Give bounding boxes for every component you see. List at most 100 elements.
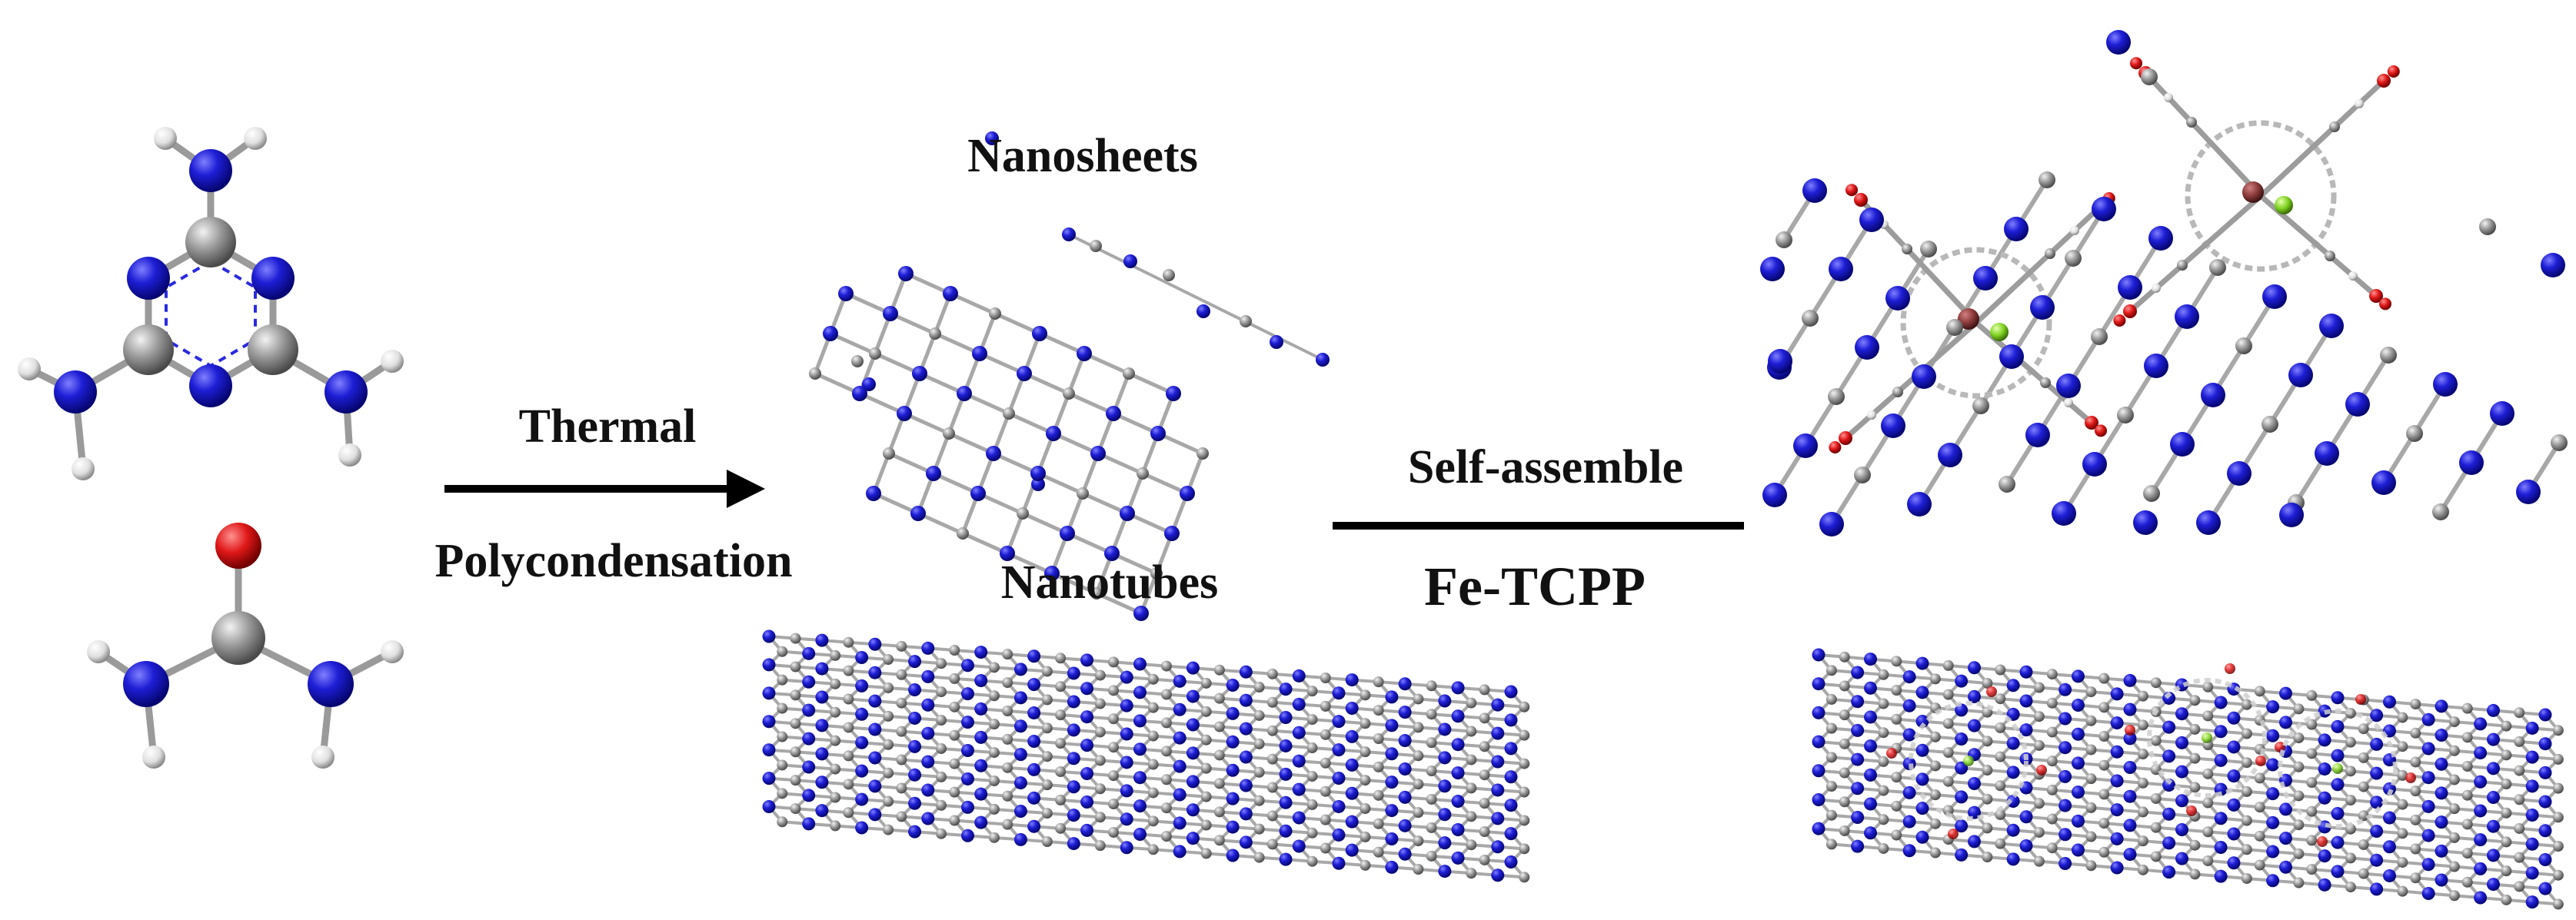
- carbon-atom: [1200, 819, 1212, 831]
- bond: [887, 451, 936, 476]
- carbon-atom: [949, 786, 960, 798]
- carbon-atom: [1426, 850, 1437, 862]
- nitrogen-atom: [1812, 792, 1825, 806]
- bond: [962, 391, 1011, 416]
- hydrogen-atom: [381, 350, 404, 373]
- nitrogen-atom: [1955, 761, 1969, 775]
- nitrogen-atom: [2201, 383, 2225, 407]
- carbon-atom: [2046, 669, 2058, 680]
- carbon-atom: [2117, 407, 2134, 423]
- carbon-atom: [2461, 702, 2473, 714]
- carbon-atom: [1055, 766, 1067, 777]
- nitrogen-atom: [1345, 673, 1359, 687]
- carbon-atom: [1266, 839, 1278, 850]
- nitrogen-atom: [2525, 837, 2539, 851]
- bond: [1156, 431, 1205, 456]
- carbon-atom: [1360, 859, 1371, 871]
- nitrogen-atom: [2421, 829, 2435, 842]
- nitrogen-atom: [1226, 735, 1240, 749]
- oxygen-atom: [1854, 193, 1868, 207]
- oxygen-atom: [215, 523, 261, 569]
- nitrogen-atom: [2331, 749, 2345, 762]
- carbon-atom: [2065, 250, 2082, 267]
- nitrogen-atom: [1345, 786, 1359, 800]
- carbon-atom: [2137, 806, 2148, 818]
- nitrogen-atom: [2487, 878, 2500, 892]
- carbon-atom: [1266, 725, 1278, 736]
- nitrogen-atom: [802, 646, 816, 660]
- carbon-atom: [1253, 795, 1265, 806]
- nitrogen-atom: [921, 812, 935, 825]
- carbon-atom: [1360, 803, 1371, 815]
- bond: [948, 291, 997, 316]
- nitrogen-atom: [1186, 832, 1200, 845]
- nanotube-structure: [762, 629, 1530, 883]
- carbon-atom: [2085, 744, 2097, 756]
- nitrogen-atom: [1013, 691, 1027, 705]
- bond: [871, 491, 920, 516]
- nitrogen-atom: [2266, 758, 2280, 772]
- carbon-atom: [1094, 783, 1106, 795]
- carbon-atom: [883, 710, 894, 722]
- nitrogen-atom: [1292, 726, 1306, 739]
- carbon-atom: [1942, 718, 1954, 729]
- carbon-atom: [896, 669, 907, 680]
- carbon-atom: [1108, 742, 1120, 753]
- carbon-atom: [1213, 835, 1225, 846]
- carbon-atom: [929, 327, 941, 340]
- nitrogen-atom: [2474, 804, 2488, 818]
- carbon-atom: [2033, 682, 2045, 693]
- carbon-atom: [1320, 785, 1331, 797]
- nitrogen-atom: [1120, 841, 1133, 855]
- carbon-atom: [2150, 735, 2162, 746]
- bond: [902, 411, 951, 436]
- carbon-atom: [1519, 843, 1530, 855]
- carbon-atom: [1253, 682, 1265, 693]
- nitrogen-atom: [123, 661, 169, 707]
- carbon-atom: [2150, 792, 2162, 804]
- carbon-atom: [1213, 749, 1225, 761]
- porphyrin-ring: [2147, 678, 2267, 798]
- bond: [2127, 193, 2264, 314]
- nitrogen-atom: [2110, 745, 2124, 759]
- nitrogen-atom: [1180, 486, 1195, 501]
- nitrogen-atom: [1398, 790, 1412, 804]
- carbon-atom: [1942, 776, 1954, 787]
- nitrogen-atom: [1812, 822, 1825, 835]
- nitrogen-atom: [2072, 814, 2085, 828]
- nitrogen-atom: [2214, 840, 2228, 854]
- nitrogen-atom: [1812, 764, 1825, 778]
- carbon-atom: [2461, 789, 2473, 801]
- carbon-atom: [2189, 869, 2201, 880]
- nitrogen-atom: [2331, 778, 2345, 792]
- nitrogen-atom: [1027, 734, 1041, 748]
- fe-tcpp-label: Fe-TCPP: [1424, 556, 1646, 617]
- nitrogen-atom: [1864, 653, 1877, 666]
- bond: [888, 311, 937, 336]
- nitrogen-atom: [2019, 665, 2033, 679]
- nitrogen-atom: [1851, 810, 1865, 824]
- carbon-atom: [1902, 244, 1912, 254]
- carbon-atom: [2137, 835, 2148, 847]
- carbon-atom: [2358, 868, 2369, 879]
- carbon-atom: [1090, 240, 1102, 252]
- nitrogen-atom: [1080, 682, 1094, 696]
- carbon-atom: [2241, 815, 2252, 826]
- carbon-atom: [1942, 659, 1954, 671]
- oxygen-atom: [2377, 74, 2391, 88]
- self-assemble-label: Self-assemble: [1408, 441, 1683, 493]
- bond: [947, 431, 996, 456]
- carbon-atom: [790, 775, 801, 786]
- nitrogen-atom: [2525, 866, 2539, 880]
- carbon-atom: [123, 324, 174, 375]
- carbon-atom: [2461, 761, 2473, 772]
- nitrogen-atom: [1292, 782, 1306, 796]
- carbon-atom: [2501, 836, 2512, 848]
- hydrogen-atom: [2064, 398, 2073, 407]
- carbon-atom: [2448, 803, 2460, 815]
- nitrogen-atom: [2421, 742, 2435, 756]
- nitrogen-atom: [2315, 441, 2339, 466]
- nitrogen-atom: [1173, 845, 1186, 859]
- nitrogen-atom: [2331, 806, 2345, 820]
- nitrogen-atom: [2058, 769, 2072, 783]
